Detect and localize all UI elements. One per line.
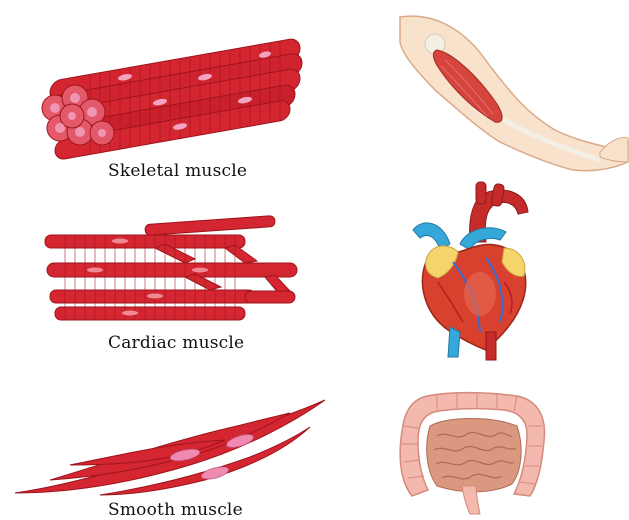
- smooth-muscle-cells: [15, 400, 325, 495]
- hand: [600, 138, 628, 162]
- cardiac-fibers: [45, 215, 297, 320]
- cardiac-muscle-caption: Cardiac muscle: [108, 333, 244, 353]
- smooth-muscle-caption: Smooth muscle: [108, 500, 243, 520]
- smooth-muscle-illustration: [10, 395, 330, 500]
- descending-aorta: [486, 332, 496, 360]
- skeletal-fiber-bundle-illustration: [30, 40, 320, 150]
- inferior-vena-cava: [448, 327, 460, 357]
- intestine-organ-icon: [392, 386, 552, 516]
- small-intestine: [427, 419, 521, 492]
- cardiac-fiber-illustration: [35, 215, 305, 330]
- heart-organ-icon: [408, 182, 548, 362]
- skeletal-muscle-caption: Skeletal muscle: [108, 161, 247, 181]
- arm-muscle-icon: [395, 12, 629, 182]
